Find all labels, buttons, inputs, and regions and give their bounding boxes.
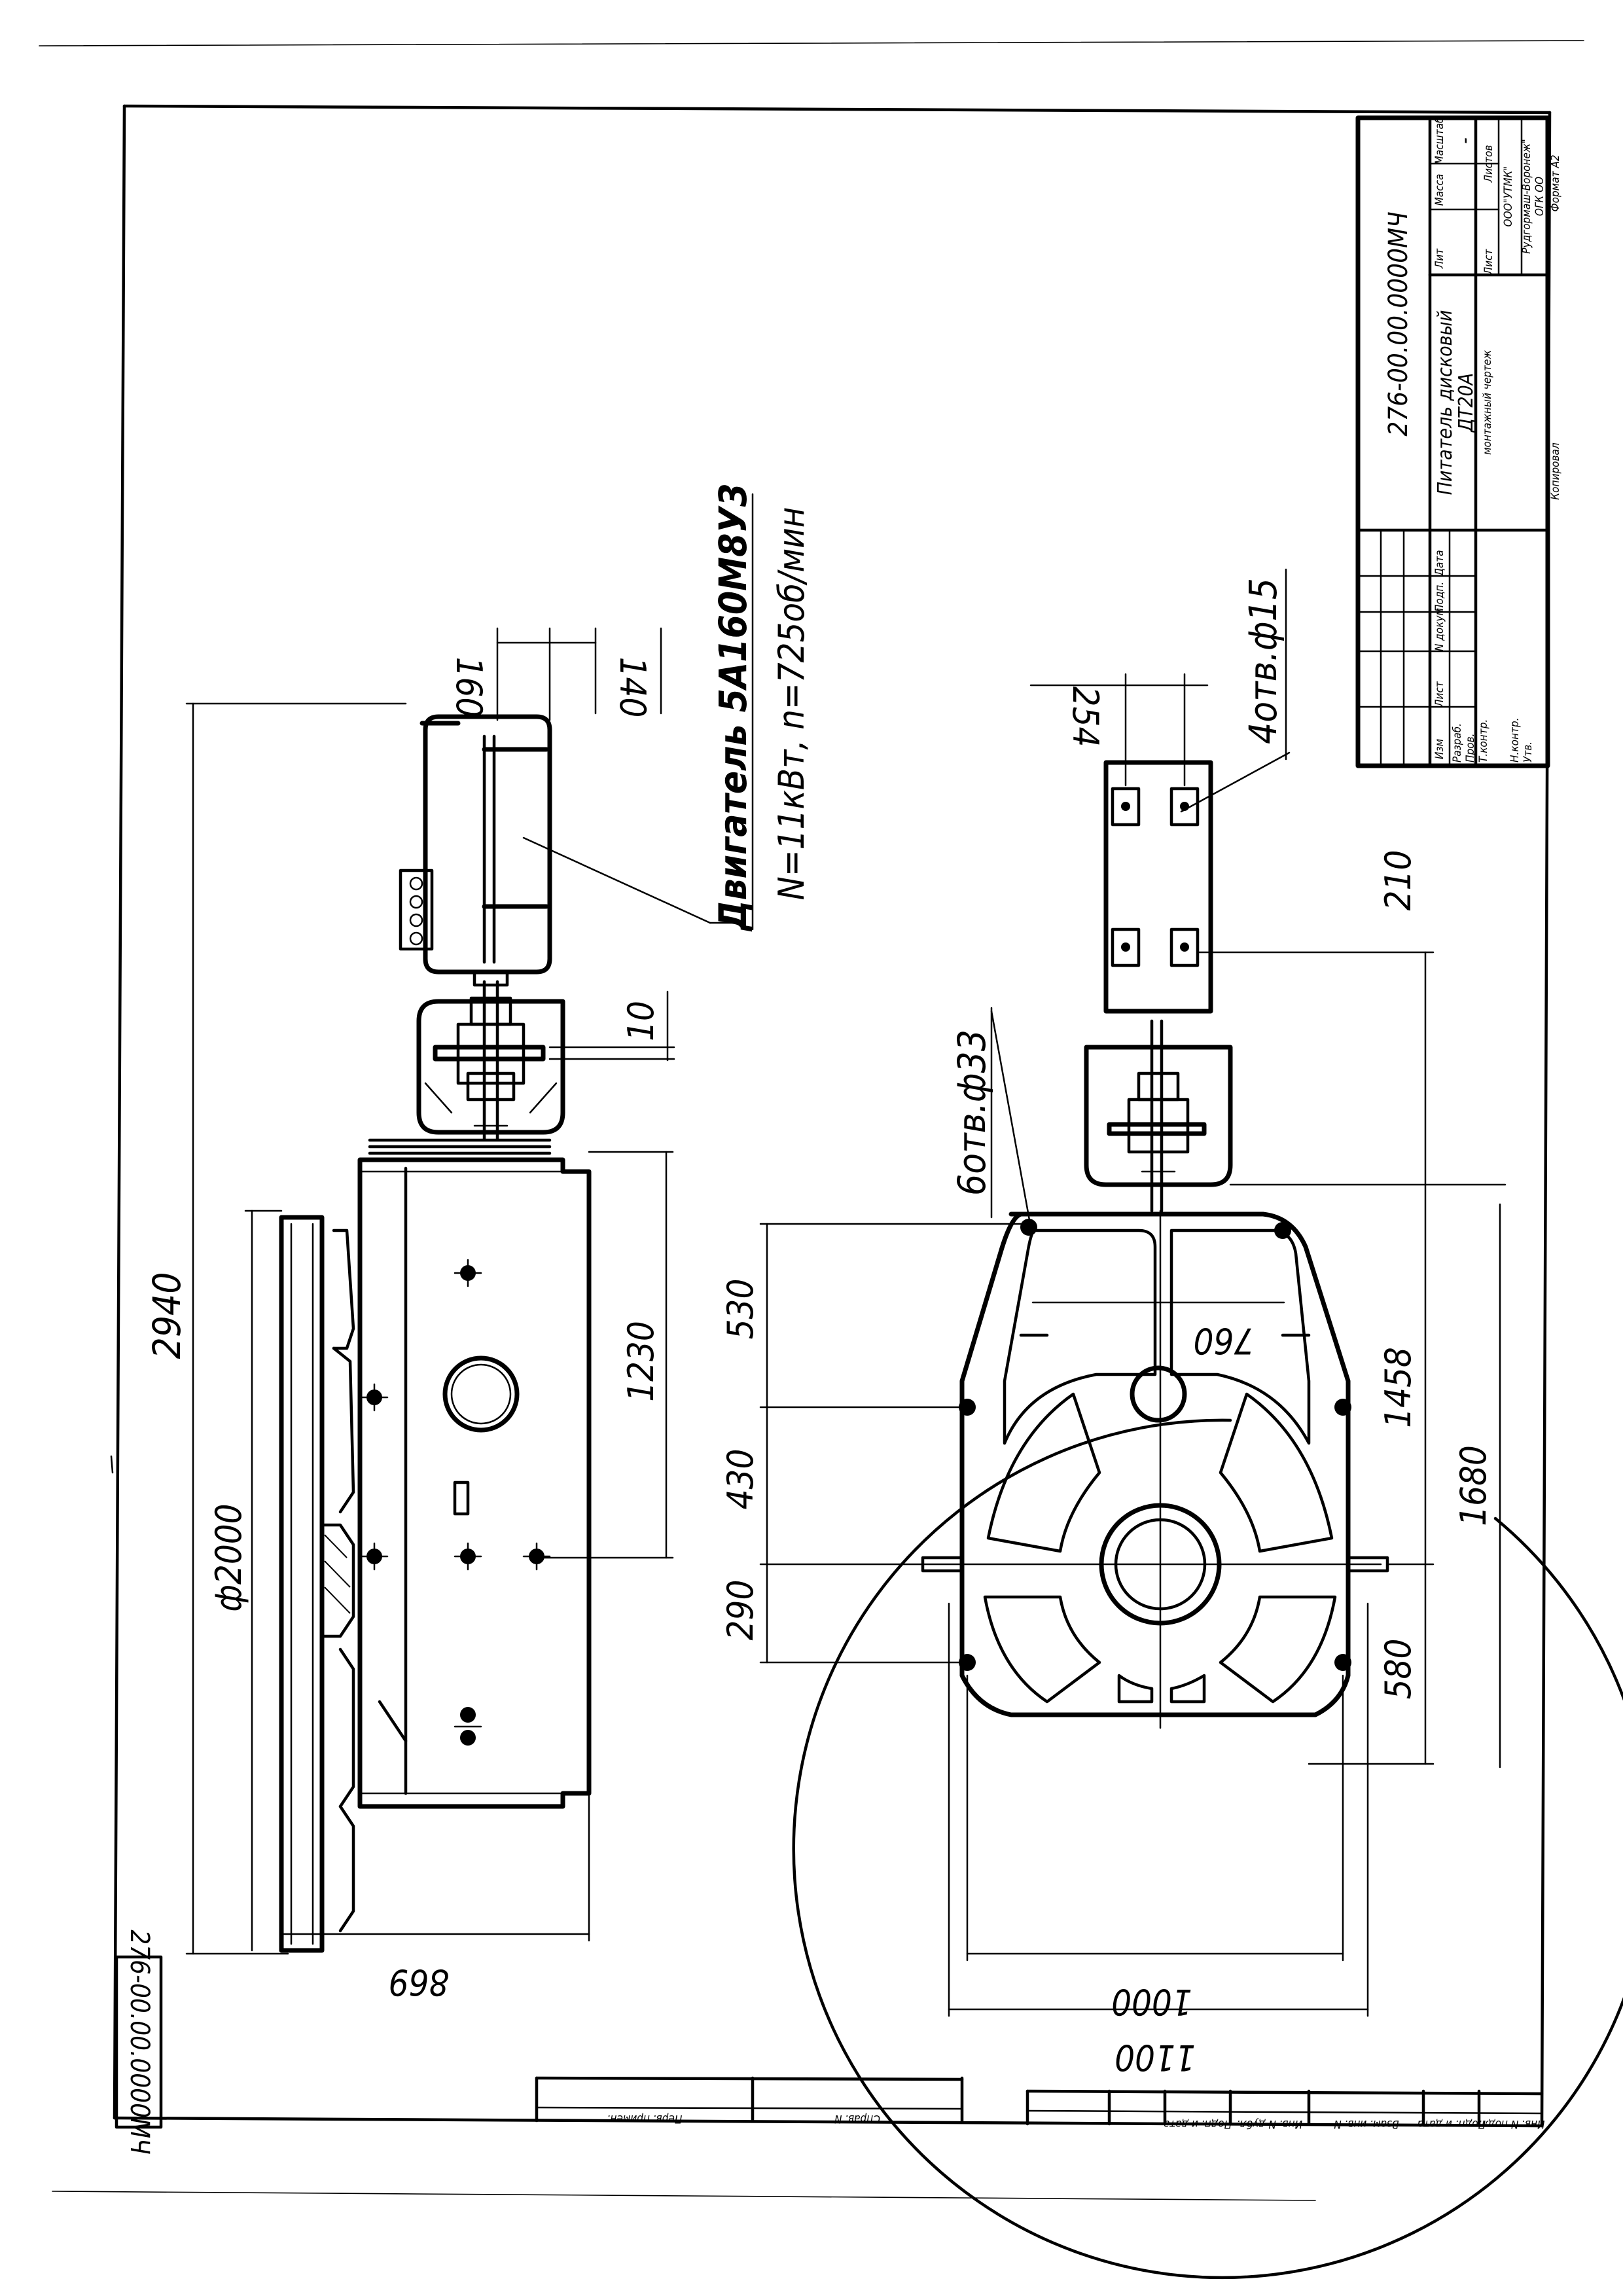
stamp-sprav: Справ. N bbox=[834, 2112, 880, 2125]
dim-430: 430 bbox=[720, 1449, 761, 1510]
title-block: 276-00.00.0000МЧ Питатель дисковый ДТ20А… bbox=[1355, 115, 1562, 768]
tb-org-2: Рудгормаш-Воронеж" bbox=[1520, 139, 1533, 254]
frame-outer bbox=[959, 1211, 1351, 1717]
tb-scale-value: - bbox=[1454, 137, 1476, 144]
dim-2940: 2940 bbox=[145, 1272, 189, 1359]
tb-sheets: Листов bbox=[1482, 145, 1495, 183]
side-doc-strip: 276-00.00.0000МЧ bbox=[115, 1929, 163, 2155]
motor-side bbox=[399, 714, 552, 987]
tb-col-scale: Масштаб bbox=[1433, 117, 1446, 165]
bottom-stamp: Справ. N Перв. примен. Инв. N подл. Подп… bbox=[535, 2076, 1545, 2130]
dim-1680: 1680 bbox=[1453, 1445, 1494, 1526]
disc-hub bbox=[320, 1523, 355, 1638]
stamp-inv-podl: Инв. N подл. bbox=[1478, 2117, 1544, 2130]
plan-view-dimensions bbox=[759, 568, 1507, 2017]
dim-290: 290 bbox=[720, 1580, 761, 1641]
tb-row-ndok: N докум. bbox=[1433, 605, 1446, 651]
tb-col-lit: Лит bbox=[1433, 248, 1446, 269]
motor-plan bbox=[1103, 760, 1213, 1014]
tb-product-name: Питатель дисковый bbox=[1434, 310, 1457, 495]
tb-drawing-type: монтажный чертеж bbox=[1481, 350, 1494, 455]
stamp-inv-dubl: Инв. N дубл. bbox=[1237, 2117, 1302, 2130]
side-doc-number: 276-00.00.0000МЧ bbox=[124, 1929, 154, 2154]
dimension-labels: 2940 ф2000 160 140 10 1230 869 530 430 2… bbox=[145, 657, 1494, 2078]
tb-product-model: ДТ20А bbox=[1455, 373, 1478, 433]
tb-role-utv: Утв. bbox=[1522, 742, 1535, 762]
motor-title: Двигатель 5А160М8У3 bbox=[711, 483, 755, 932]
coupling-guard bbox=[416, 999, 565, 1135]
disc-outline bbox=[792, 1418, 1623, 2280]
plan-view bbox=[792, 760, 1623, 2280]
drawing-frame bbox=[110, 104, 1552, 2128]
tb-role-prov: Пров. bbox=[1464, 734, 1477, 762]
holes-4-note: 4отв.ф15 bbox=[1241, 578, 1285, 744]
stamp-perv: Перв. примен. bbox=[607, 2112, 683, 2125]
dim-160: 160 bbox=[448, 657, 490, 718]
notes: Двигатель 5А160М8У3 N=11кВт, n=725об/мин… bbox=[711, 483, 1285, 1219]
tb-copied: Копировал bbox=[1549, 442, 1562, 500]
tb-doc-number: 276-00.00.0000МЧ bbox=[1383, 211, 1414, 436]
stamp-podp-data2: Подп. и дата bbox=[1164, 2117, 1232, 2130]
tb-role-tkontr: Т.контр. bbox=[1477, 719, 1490, 762]
disc-plate bbox=[279, 1215, 325, 1953]
tb-row-list: Лист bbox=[1433, 681, 1446, 708]
dim-869: 869 bbox=[389, 1962, 450, 2003]
dim-10: 10 bbox=[620, 1001, 662, 1041]
holes-6-note: 6отв.ф33 bbox=[950, 1030, 994, 1196]
stamp-podp-data: Подп. и дата bbox=[1418, 2117, 1486, 2130]
dim-210: 210 bbox=[1378, 850, 1419, 911]
motor-params: N=11кВт, n=725об/мин bbox=[771, 507, 812, 901]
tb-role-razrab: Разраб. bbox=[1451, 723, 1464, 762]
tb-sheet: Лист bbox=[1482, 249, 1495, 276]
dim-140: 140 bbox=[612, 657, 653, 718]
scan-edges bbox=[39, 40, 1584, 2201]
tb-org-1: ООО"УТМК" bbox=[1502, 166, 1515, 227]
tb-col-mass: Масса bbox=[1433, 174, 1446, 206]
tb-row-podp: Подп. bbox=[1433, 582, 1446, 612]
dim-254: 254 bbox=[1065, 687, 1106, 747]
dim-1000: 1000 bbox=[1111, 1981, 1192, 2022]
side-view-dimensions bbox=[185, 627, 744, 1955]
bolt-marks bbox=[360, 1259, 551, 1746]
tb-row-izm: Изм bbox=[1433, 739, 1446, 759]
dim-disc-diameter: ф2000 bbox=[208, 1503, 249, 1611]
dim-1230: 1230 bbox=[620, 1321, 662, 1402]
dim-1458: 1458 bbox=[1378, 1347, 1419, 1428]
dim-1100: 1100 bbox=[1115, 2037, 1196, 2078]
stamp-vzam: Взам. инв. N bbox=[1334, 2117, 1399, 2130]
side-view bbox=[279, 714, 592, 1953]
tb-org-3: ОГК ОО bbox=[1533, 177, 1546, 216]
tb-role-nkontr: Н.контр. bbox=[1508, 718, 1522, 762]
dim-530: 530 bbox=[720, 1279, 761, 1340]
dim-580: 580 bbox=[1378, 1639, 1419, 1700]
gearbox-body bbox=[357, 1157, 592, 1809]
tb-row-data: Дата bbox=[1433, 550, 1446, 577]
tb-format: Формат А2 bbox=[1549, 154, 1562, 211]
dim-760: 760 bbox=[1194, 1320, 1255, 1361]
